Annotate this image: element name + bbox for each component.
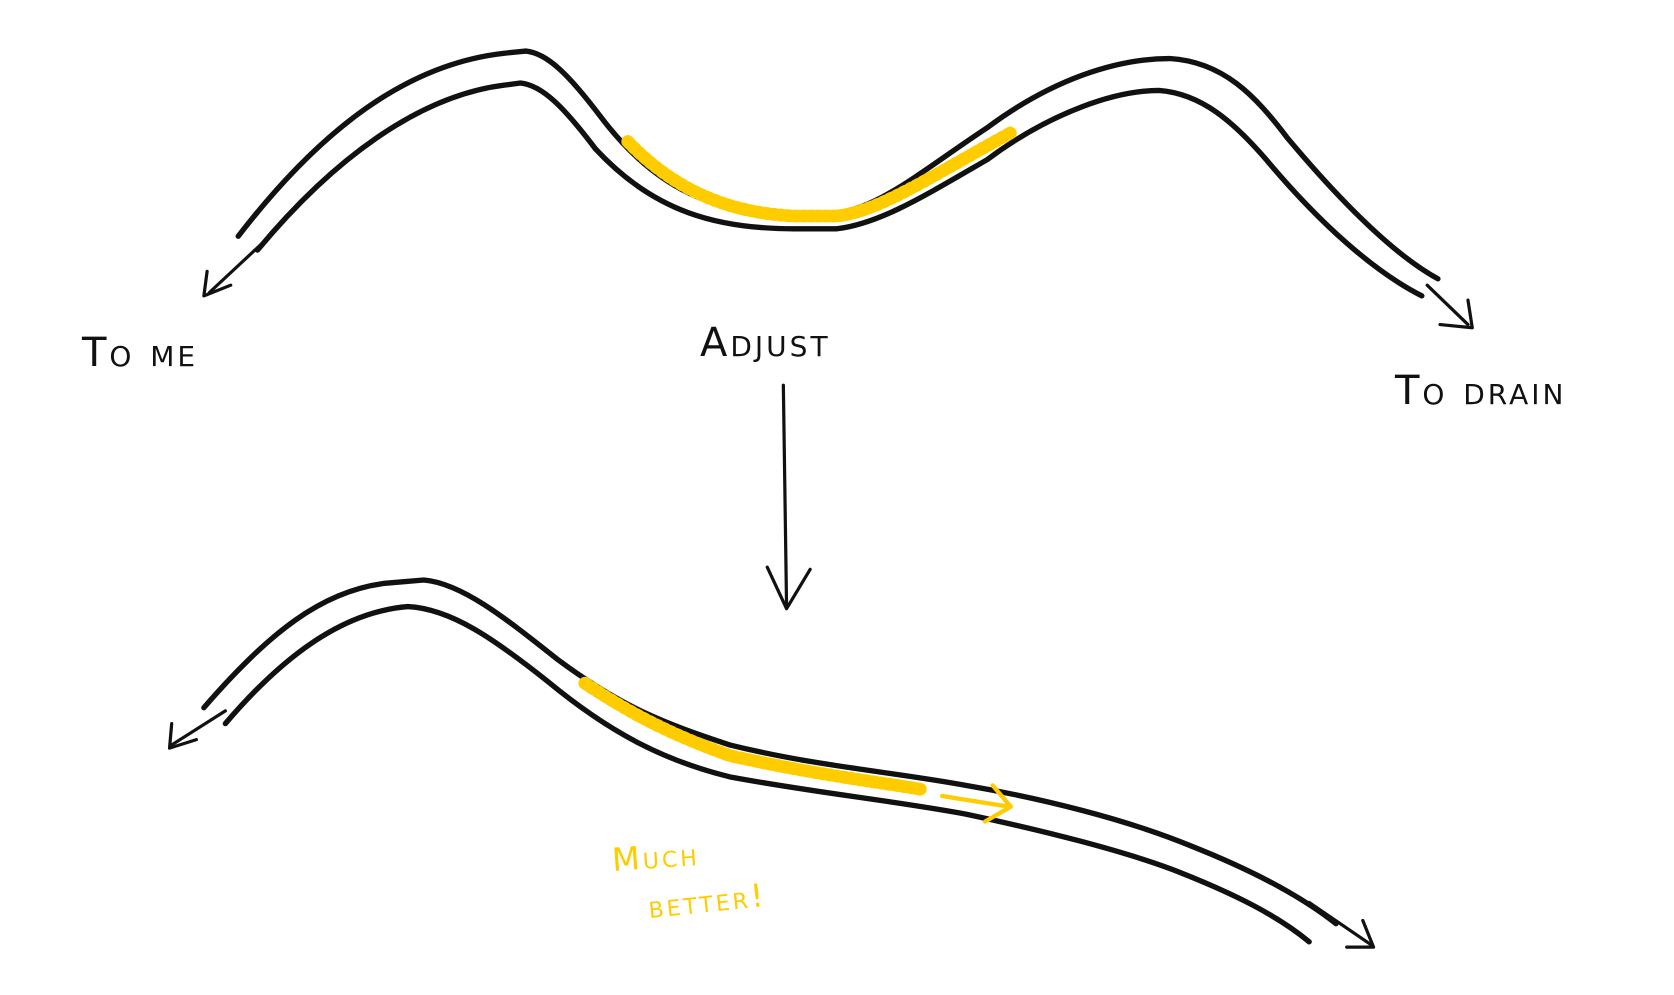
top-hose	[235, 48, 1441, 299]
arrow-down-left-icon	[167, 709, 227, 750]
arrow-down-right-icon	[1425, 283, 1474, 330]
label-much: Much	[610, 834, 701, 880]
label-adjust: Adjust	[700, 320, 831, 366]
top-hose-inner-edge	[254, 80, 1425, 299]
bottom-hose-highlight	[578, 676, 930, 796]
bottom-hose	[201, 577, 1339, 945]
bottom-hose-outer-edge	[201, 577, 1339, 927]
label-to-me: To me	[82, 330, 199, 376]
top-hose-outer-edge	[235, 48, 1441, 282]
label-to-drain: To drain	[1395, 368, 1567, 414]
arrow-down-left-icon	[202, 241, 265, 298]
arrow-right-icon	[940, 783, 1013, 824]
arrow-down-right-icon	[1307, 900, 1376, 949]
top-hose-highlight	[621, 124, 1021, 223]
arrow-down-icon	[765, 383, 812, 611]
bottom-hose-inner-edge	[222, 603, 1312, 945]
